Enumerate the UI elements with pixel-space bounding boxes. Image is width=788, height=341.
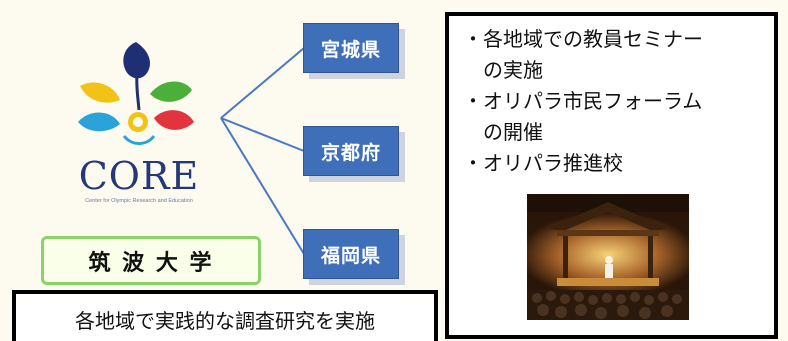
- activity-item: ・オリパラ市民フォーラム の開催: [463, 86, 703, 148]
- connector-line-2: [220, 117, 305, 152]
- logo-wordmark: CORE: [78, 154, 200, 198]
- research-caption-text: 各地域で実践的な調査研究を実施: [75, 309, 375, 333]
- activities-list: ・各地域での教員セミナー の実施 ・オリパラ市民フォーラム の開催 ・オリパラ推…: [463, 24, 703, 179]
- activity-item: ・オリパラ推進校: [463, 148, 703, 179]
- university-label: 筑 波 大 学: [88, 250, 214, 276]
- university-badge: 筑 波 大 学: [41, 236, 261, 285]
- core-logo-mark: [78, 42, 194, 145]
- logo-tagline: Center for Olympic Research and Educatio…: [85, 198, 193, 204]
- theatre-stage-photo: [527, 194, 689, 320]
- activity-line: ・各地域での教員セミナー: [463, 27, 703, 51]
- activity-line: ・オリパラ推進校: [463, 151, 623, 175]
- activity-line-continued: の開催: [483, 120, 543, 144]
- prefecture-label: 福岡県: [320, 244, 381, 267]
- prefecture-box-fukuoka: 福岡県: [303, 229, 399, 279]
- prefecture-label: 宮城県: [320, 38, 381, 61]
- prefecture-label: 京都府: [320, 141, 381, 164]
- connector-line-3: [220, 117, 305, 255]
- prefecture-box-kyoto: 京都府: [303, 126, 399, 176]
- activity-item: ・各地域での教員セミナー の実施: [463, 24, 703, 86]
- activities-panel: ・各地域での教員セミナー の実施 ・オリパラ市民フォーラム の開催 ・オリパラ推…: [445, 12, 778, 339]
- activity-line-continued: の実施: [483, 58, 543, 82]
- activity-line: ・オリパラ市民フォーラム: [463, 89, 703, 113]
- prefecture-box-miyagi: 宮城県: [303, 23, 399, 73]
- research-caption-box: 各地域で実践的な調査研究を実施: [12, 290, 438, 341]
- connector-line-1: [220, 47, 305, 119]
- core-logo: CORE Center for Olympic Research and Edu…: [50, 38, 228, 204]
